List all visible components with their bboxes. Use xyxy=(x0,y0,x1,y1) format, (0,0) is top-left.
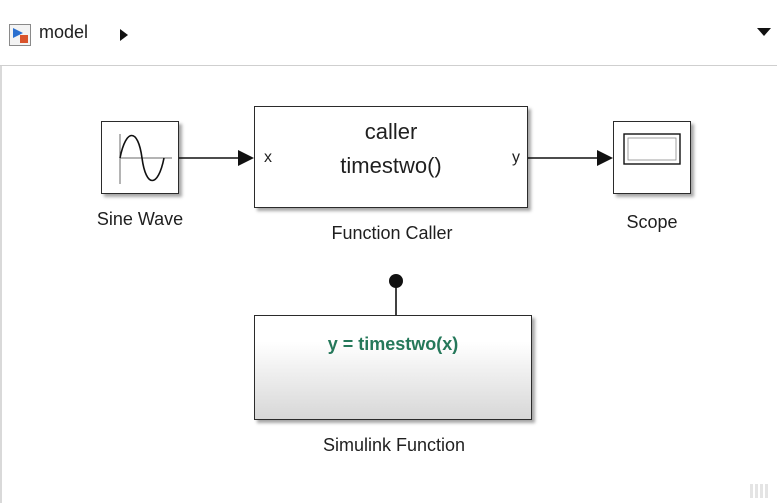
sine-wave-label: Sine Wave xyxy=(96,209,184,229)
simulink-function-label: Simulink Function xyxy=(322,435,466,455)
sine-wave-block[interactable] xyxy=(101,121,179,194)
function-caller-label: Function Caller xyxy=(331,223,453,243)
canvas-grip-icon xyxy=(750,484,768,498)
breadcrumb-model-link[interactable]: model xyxy=(39,22,89,42)
scope-block[interactable] xyxy=(613,121,691,194)
scope-icon xyxy=(623,133,681,165)
model-canvas[interactable]: Sine Wave caller timestwo() x y Function… xyxy=(2,66,777,503)
caller-line-2: timestwo() xyxy=(340,153,442,178)
caller-output-port-label: y xyxy=(512,149,520,166)
function-caller-block[interactable]: caller timestwo() x y xyxy=(254,106,528,208)
signal-lines xyxy=(179,150,613,315)
dropdown-arrow-icon[interactable] xyxy=(757,28,771,37)
explorer-bar: model xyxy=(0,0,777,66)
sine-wave-icon xyxy=(119,134,172,184)
function-signature: y = timestwo(x) xyxy=(327,334,459,354)
scope-label: Scope xyxy=(626,212,678,232)
caller-input-port-label: x xyxy=(264,149,272,166)
model-icon[interactable] xyxy=(9,24,31,46)
breadcrumb-arrow-icon[interactable] xyxy=(119,28,129,42)
signal-arrow-caller-input xyxy=(238,150,254,166)
caller-line-1: caller xyxy=(364,119,418,144)
simulink-function-block[interactable]: y = timestwo(x) xyxy=(254,315,532,420)
signal-arrow-scope-input xyxy=(597,150,613,166)
